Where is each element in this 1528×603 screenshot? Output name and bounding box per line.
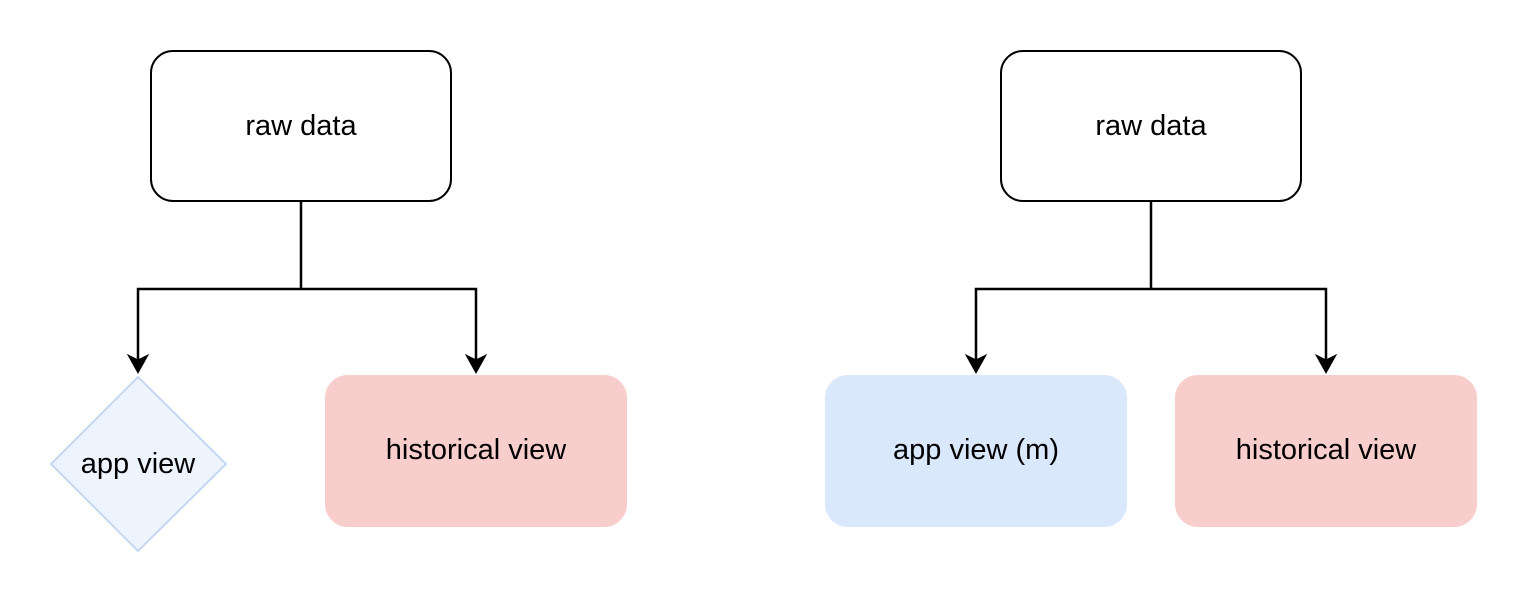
edge-to-app-view: [136, 287, 301, 360]
app-view-node[interactable]: app view: [49, 375, 228, 553]
raw-data-node[interactable]: raw data: [1000, 50, 1302, 202]
historical-view-label: historical view: [1236, 434, 1418, 466]
left-edges: [126, 201, 488, 375]
raw-data-node[interactable]: raw data: [150, 50, 452, 202]
right-diagram: raw data app view (m) historical view: [825, 50, 1477, 527]
edge-to-historical-view: [301, 287, 478, 360]
raw-data-label: raw data: [1095, 110, 1207, 142]
app-view-m-label: app view (m): [893, 434, 1059, 466]
historical-view-box: [325, 375, 627, 527]
raw-data-box: [1000, 50, 1302, 202]
arrowhead-app-view: [126, 353, 150, 375]
edge-to-app-view-m: [974, 287, 1151, 360]
raw-data-label: raw data: [245, 110, 357, 142]
app-view-label: app view: [81, 448, 197, 480]
right-edges: [964, 201, 1338, 375]
historical-view-node[interactable]: historical view: [1175, 375, 1477, 527]
historical-view-node[interactable]: historical view: [325, 375, 627, 527]
app-view-diamond: [49, 375, 228, 553]
app-view-m-box: [825, 375, 1127, 527]
arrowhead-historical-view: [464, 353, 488, 375]
left-diagram: raw data app view historical view: [49, 50, 627, 553]
raw-data-box: [150, 50, 452, 202]
arrowhead-historical-view: [1314, 353, 1338, 375]
arrowhead-app-view-m: [964, 353, 988, 375]
historical-view-box: [1175, 375, 1477, 527]
historical-view-label: historical view: [386, 434, 568, 466]
edge-to-historical-view: [1151, 287, 1328, 360]
app-view-m-node[interactable]: app view (m): [825, 375, 1127, 527]
